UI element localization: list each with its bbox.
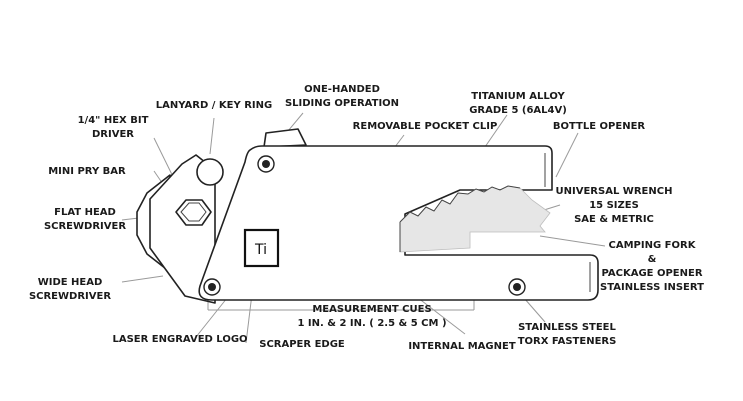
labels: ONE-HANDED SLIDING OPERATION LANYARD / K…	[29, 84, 704, 352]
label-wrench-3: SAE & METRIC	[574, 214, 654, 225]
torx-screw-top	[257, 155, 275, 173]
label-fork-1: CAMPING FORK	[609, 240, 697, 251]
label-hex-bit-2: DRIVER	[92, 129, 134, 140]
label-torx-1: STAINLESS STEEL	[518, 322, 616, 333]
tool-body	[136, 128, 599, 304]
label-measurement-2: 1 IN. & 2 IN. ( 2.5 & 5 CM )	[297, 318, 446, 329]
label-titanium-1: TITANIUM ALLOY	[471, 91, 565, 102]
label-fork-3: PACKAGE OPENER	[601, 268, 702, 279]
label-laser-logo: LASER ENGRAVED LOGO	[112, 334, 247, 345]
label-wide-head-2: SCREWDRIVER	[29, 291, 111, 302]
label-wrench-1: UNIVERSAL WRENCH	[556, 186, 673, 197]
label-fork-4: STAINLESS INSERT	[600, 282, 704, 293]
label-scraper: SCRAPER EDGE	[259, 339, 345, 350]
back-plate	[149, 154, 216, 304]
label-hex-bit-1: 1/4" HEX BIT	[78, 115, 149, 126]
label-wide-head-1: WIDE HEAD	[38, 277, 103, 288]
label-flat-head-2: SCREWDRIVER	[44, 221, 126, 232]
label-one-handed-2: SLIDING OPERATION	[285, 98, 399, 109]
label-fork-2: &	[648, 254, 657, 265]
label-wrench-2: 15 SIZES	[589, 200, 639, 211]
label-mini-pry: MINI PRY BAR	[48, 166, 126, 177]
torx-screw-right	[508, 278, 526, 296]
label-torx-2: TORX FASTENERS	[518, 336, 617, 347]
label-magnet: INTERNAL MAGNET	[408, 341, 516, 352]
label-measurement-1: MEASUREMENT CUES	[312, 304, 431, 315]
logo-text: Ti	[254, 242, 267, 258]
label-pocket-clip: REMOVABLE POCKET CLIP	[353, 121, 498, 132]
label-titanium-2: GRADE 5 (6AL4V)	[469, 105, 567, 116]
label-flat-head-1: FLAT HEAD	[54, 207, 116, 218]
torx-screw-left	[203, 278, 221, 296]
label-bottle-opener: BOTTLE OPENER	[553, 121, 646, 132]
hex-bit-socket	[175, 199, 212, 226]
front-plate	[198, 145, 599, 301]
label-lanyard: LANYARD / KEY RING	[156, 100, 272, 111]
sliding-button	[263, 128, 307, 148]
label-one-handed-1: ONE-HANDED	[304, 84, 380, 95]
universal-wrench	[399, 185, 551, 253]
ti-logo: Ti	[243, 228, 280, 268]
key-ring-hole	[196, 158, 224, 186]
